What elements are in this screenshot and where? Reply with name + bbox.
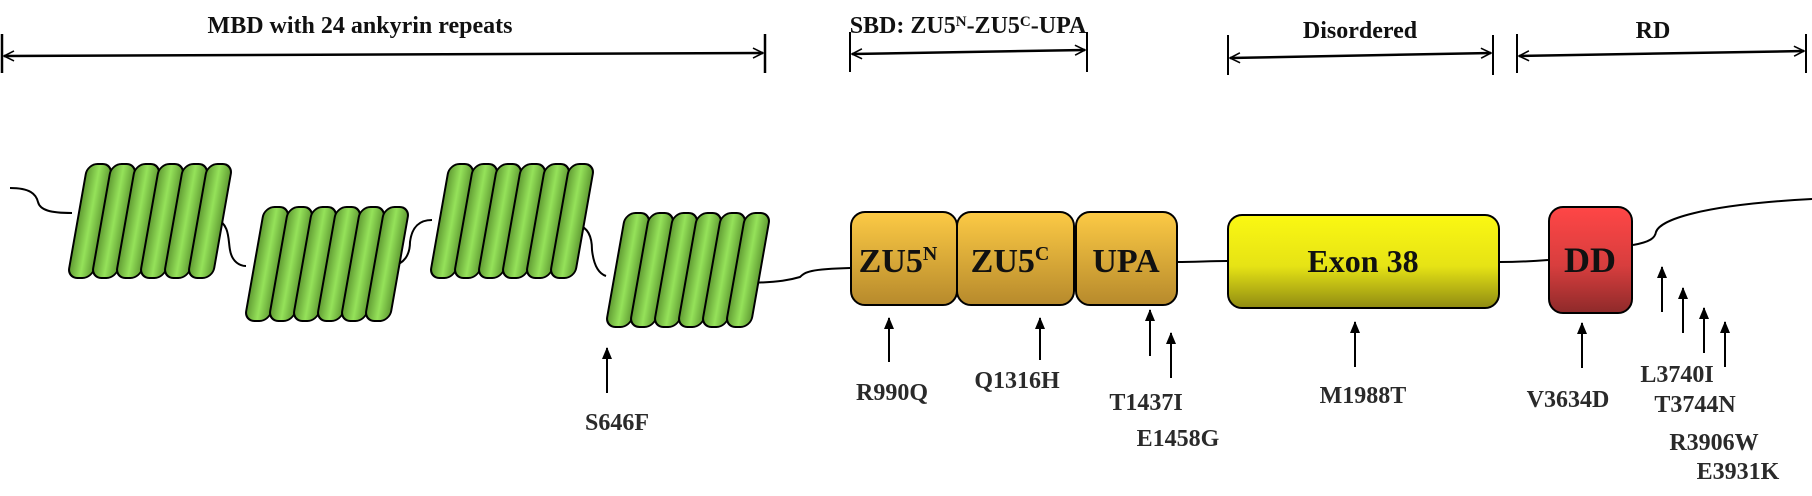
region-bracket-rd: RD [1516, 18, 1807, 73]
mutation-e3931k: E3931K [1697, 321, 1780, 485]
linker-nterm [9, 187, 73, 214]
linker-3-4 [577, 224, 607, 277]
linker-2-3 [391, 219, 433, 267]
mutations: S646F R990Q Q1316H T1437I E1458G M1988T … [585, 266, 1780, 485]
domain-label: ZU5C [971, 243, 1050, 280]
mutation-r990q: R990Q [856, 317, 928, 406]
mutation-s646f: S646F [585, 347, 649, 436]
region-bracket-mbd: MBD with 24 ankyrin repeats [0, 13, 767, 73]
ankyrin-repeat [188, 163, 232, 279]
mutation-q1316h: Q1316H [974, 317, 1060, 394]
ankyrin-group [245, 206, 409, 322]
domain-box [1075, 211, 1178, 306]
ankyrin-group [68, 163, 232, 279]
domain-zu5c[interactable]: ZU5C [956, 211, 1075, 306]
linker-cterm [1632, 198, 1812, 246]
domain-label: ZU5N [859, 243, 938, 280]
domain-box [1227, 214, 1500, 309]
linker-1-2 [215, 218, 247, 267]
mutation-label: T3744N [1654, 392, 1736, 418]
domain-label: Exon 38 [1307, 243, 1418, 279]
bracket-arrow [852, 50, 1085, 54]
region-label-rd: RD [1636, 18, 1671, 44]
mutation-label: T1437I [1109, 390, 1182, 416]
ankyrin-repeat [550, 163, 594, 279]
ankyrin-repeat [726, 212, 770, 328]
region-label-mbd: MBD with 24 ankyrin repeats [208, 13, 513, 39]
ankyrin-group [606, 212, 770, 328]
mutation-label: M1988T [1320, 383, 1407, 409]
domain-label: DD [1564, 240, 1616, 280]
domain-label: UPA [1092, 243, 1160, 280]
domain-box [956, 211, 1075, 306]
mutation-label: E1458G [1137, 426, 1220, 452]
domain-dd[interactable]: DD [1548, 206, 1633, 314]
region-label-sbd: SBD: ZU5N-ZU5C-UPA [850, 13, 1087, 39]
mutation-e1458g: E1458G [1137, 332, 1220, 452]
mutation-label: R990Q [856, 380, 928, 406]
bracket-arrow [1519, 51, 1804, 56]
mutation-t3744n: T3744N [1654, 287, 1736, 418]
mutation-label: L3740I [1640, 362, 1713, 388]
mutation-m1988t: M1988T [1320, 321, 1407, 409]
mutation-v3634d: V3634D [1527, 322, 1610, 413]
ankyrin-group [430, 163, 594, 279]
linker-4-sbd [749, 267, 851, 284]
linker-exon-dd [1499, 259, 1549, 263]
mutation-label: S646F [585, 410, 649, 436]
mutation-label: E3931K [1697, 459, 1780, 485]
backbone [9, 187, 1812, 284]
domain-box [1548, 206, 1633, 314]
mutation-label: Q1316H [974, 368, 1060, 394]
mutation-label: V3634D [1527, 387, 1610, 413]
domain-zu5n[interactable]: ZU5N [850, 211, 958, 306]
mutation-r3906w: R3906W [1669, 307, 1759, 456]
region-bracket-sbd: SBD: ZU5N-ZU5C-UPA [849, 13, 1088, 72]
region-label-disordered: Disordered [1303, 18, 1418, 44]
linker-upa-exon [1176, 260, 1228, 263]
region-bracket-disordered: Disordered [1227, 18, 1494, 75]
domain-upa[interactable]: UPA [1075, 211, 1178, 306]
bracket-arrow [4, 53, 763, 56]
mutation-t1437i: T1437I [1109, 309, 1183, 416]
domain-exon38[interactable]: Exon 38 [1227, 214, 1500, 309]
ankyrin-repeats [68, 163, 770, 328]
mutation-label: R3906W [1669, 430, 1758, 456]
ankyrin-repeat [365, 206, 409, 322]
mutation-l3740i: L3740I [1640, 266, 1714, 388]
bracket-arrow [1230, 53, 1491, 58]
